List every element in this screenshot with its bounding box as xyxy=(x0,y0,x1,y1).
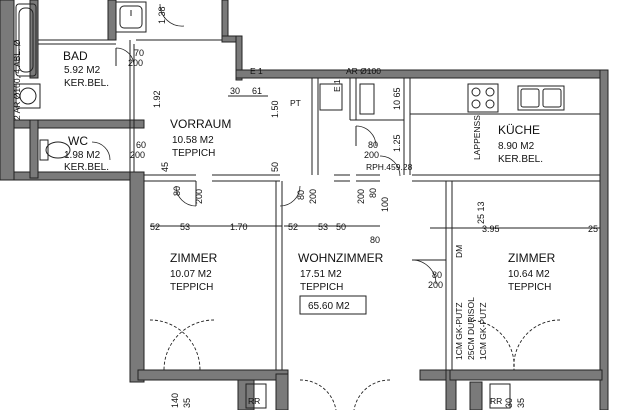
dim-200-d: 200 xyxy=(308,189,318,204)
dim-25-13: 25 13 xyxy=(476,201,486,224)
dim-50: 50 xyxy=(270,162,280,172)
dim-80-e: 80 xyxy=(370,235,380,245)
dim-50-b: 50 xyxy=(336,222,346,232)
dim-60: 60 xyxy=(136,140,146,150)
room-floor-wc: KER.BEL. xyxy=(64,162,109,173)
room-area-wohnzimmer: 17.51 M2 xyxy=(300,269,342,280)
dim-80-a: 80 xyxy=(172,186,182,196)
kitchen-counter xyxy=(319,83,600,115)
dim-52-a: 52 xyxy=(150,222,160,232)
bathtub xyxy=(15,3,37,77)
room-floor-zimmer-left: TEPPICH xyxy=(170,282,213,293)
dim-80-d: 80 xyxy=(368,188,378,198)
dim-30-b: 30 xyxy=(504,398,514,408)
dim-100: 100 xyxy=(380,197,390,212)
room-area-kueche: 8.90 M2 xyxy=(498,141,535,152)
door-swings xyxy=(91,3,561,410)
dim-30: 30 xyxy=(230,86,240,96)
dim-52-b: 52 xyxy=(288,222,298,232)
washing-machine xyxy=(15,83,41,109)
dim-1-38: 1.38 xyxy=(157,6,167,24)
dim-1-50: 1.50 xyxy=(270,100,280,118)
total-area-box xyxy=(299,295,367,315)
annotation-e1-a: E 1 xyxy=(250,66,263,76)
room-name-vorraum: VORRAUM xyxy=(170,117,231,131)
dimension-lines xyxy=(150,95,600,229)
annotation-rr-right: RR xyxy=(490,396,502,406)
room-floor-bad: KER.BEL. xyxy=(64,78,109,89)
dim-1-25: 1.25 xyxy=(392,134,402,152)
annotation-ar-top: AR Ø100 xyxy=(346,66,381,76)
room-name-bad: BAD xyxy=(63,49,88,63)
room-area-zimmer-left: 10.07 M2 xyxy=(170,269,212,280)
dim-80-c: 80 xyxy=(368,140,378,150)
washbasin xyxy=(115,1,147,33)
total-area: 65.60 M2 xyxy=(308,301,350,312)
dim-200-c: 200 xyxy=(194,189,204,204)
dim-200-a: 200 xyxy=(128,58,143,68)
dim-70: 70 xyxy=(134,48,144,58)
annotation-durisol: 25CM DURISOL xyxy=(466,297,476,360)
dim-80-f: 80 xyxy=(432,270,442,280)
room-floor-zimmer-right: TEPPICH xyxy=(508,282,551,293)
partitions xyxy=(38,39,600,370)
dim-45: 45 xyxy=(160,162,170,172)
annotation-pt: PT xyxy=(290,98,301,108)
annotation-dm: DM xyxy=(454,245,464,258)
dim-3-95: 3.95 xyxy=(482,224,500,234)
room-area-vorraum: 10.58 M2 xyxy=(172,135,214,146)
room-area-wc: 1.98 M2 xyxy=(64,150,101,161)
dim-61: 61 xyxy=(252,86,262,96)
room-floor-vorraum: TEPPICH xyxy=(172,148,215,159)
dim-1-70: 1.70 xyxy=(230,222,248,232)
room-area-zimmer-right: 10.64 M2 xyxy=(508,269,550,280)
annotation-gk-putz-1: 1CM GK-PUTZ xyxy=(454,302,464,360)
dim-35-b: 35 xyxy=(516,398,526,408)
annotation-gk-putz-2: 1CM GK-PUTZ xyxy=(478,302,488,360)
dim-53-a: 53 xyxy=(180,222,190,232)
annotation-ar-left: 2 AR Ø100, 4 ABL. Ø xyxy=(12,39,22,120)
room-name-zimmer-left: ZIMMER xyxy=(170,251,218,265)
dim-53-b: 53 xyxy=(318,222,328,232)
dim-200-e: 200 xyxy=(364,150,379,160)
dim-80-b: 80 xyxy=(296,190,306,200)
dim-200-g: 200 xyxy=(428,280,443,290)
room-name-wc: WC xyxy=(68,134,88,148)
annotation-rph: RPH.459.28 xyxy=(366,162,413,172)
annotation-e1-b: E 1 xyxy=(332,79,342,92)
dim-35-a: 35 xyxy=(182,398,192,408)
dim-200-f: 200 xyxy=(356,189,366,204)
room-floor-kueche: KER.BEL. xyxy=(498,154,543,165)
dim-10-65: 10 65 xyxy=(392,87,402,110)
room-name-zimmer-right: ZIMMER xyxy=(508,251,556,265)
radiators xyxy=(245,383,511,409)
toilet xyxy=(39,139,71,161)
dim-200-b: 200 xyxy=(130,150,145,160)
dim-25: 25 xyxy=(588,224,598,234)
dim-140: 140 xyxy=(170,393,180,408)
room-name-kueche: KÜCHE xyxy=(498,123,540,137)
room-floor-wohnzimmer: TEPPICH xyxy=(300,282,343,293)
annotation-rr-left: RR xyxy=(248,396,260,406)
room-area-bad: 5.92 M2 xyxy=(64,65,101,76)
room-name-wohnzimmer: WOHNZIMMER xyxy=(298,251,384,265)
annotation-lappenss: LAPPENSS. xyxy=(472,113,482,160)
dim-1-92: 1.92 xyxy=(152,90,162,108)
